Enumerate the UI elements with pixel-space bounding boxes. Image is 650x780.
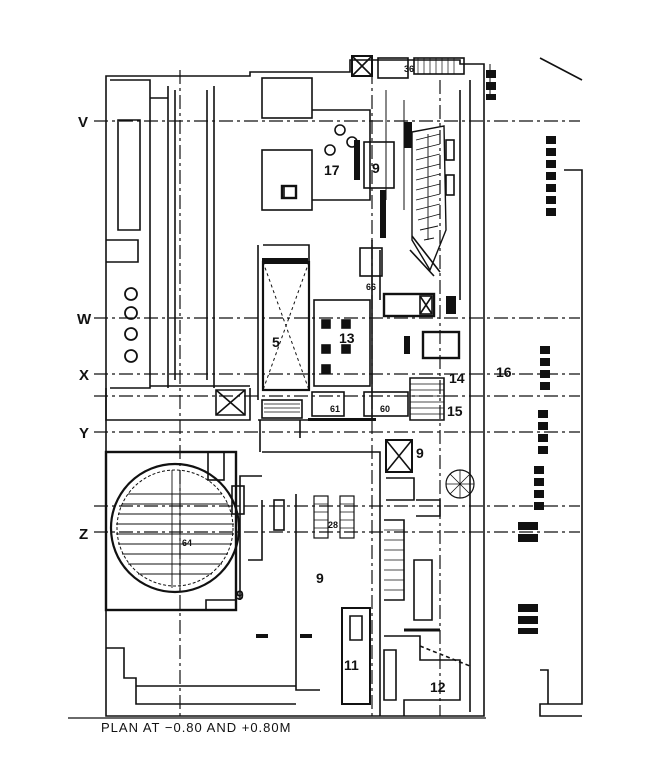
grid-label-z: Z bbox=[79, 526, 88, 543]
room-label-9-top: 9 bbox=[372, 160, 380, 176]
room-label-17: 17 bbox=[324, 162, 340, 178]
room-label-12: 12 bbox=[430, 679, 446, 695]
plan-caption: PLAN AT −0.80 AND +0.80M bbox=[101, 720, 292, 735]
ref-label-36: 36 bbox=[404, 64, 414, 74]
room-label-9-mid: 9 bbox=[416, 445, 424, 461]
room-label-16: 16 bbox=[496, 364, 512, 380]
room-label-14: 14 bbox=[449, 370, 465, 386]
grid-label-v: V bbox=[78, 114, 88, 131]
grid-label-w: W bbox=[77, 311, 92, 328]
ref-label-64: 64 bbox=[182, 538, 192, 548]
ref-label-60: 60 bbox=[380, 404, 390, 414]
room-label-9-left: 9 bbox=[236, 587, 244, 603]
ref-label-28: 28 bbox=[328, 520, 338, 530]
room-label-15: 15 bbox=[447, 403, 463, 419]
room-label-5: 5 bbox=[272, 334, 280, 350]
grid-label-y: Y bbox=[79, 425, 89, 442]
ref-label-66: 66 bbox=[366, 282, 376, 292]
room-label-9-center: 9 bbox=[316, 570, 324, 586]
grid-label-x: X bbox=[79, 367, 89, 384]
ref-label-61: 61 bbox=[330, 404, 340, 414]
room-label-11: 11 bbox=[344, 657, 359, 673]
room-label-13: 13 bbox=[339, 330, 355, 346]
